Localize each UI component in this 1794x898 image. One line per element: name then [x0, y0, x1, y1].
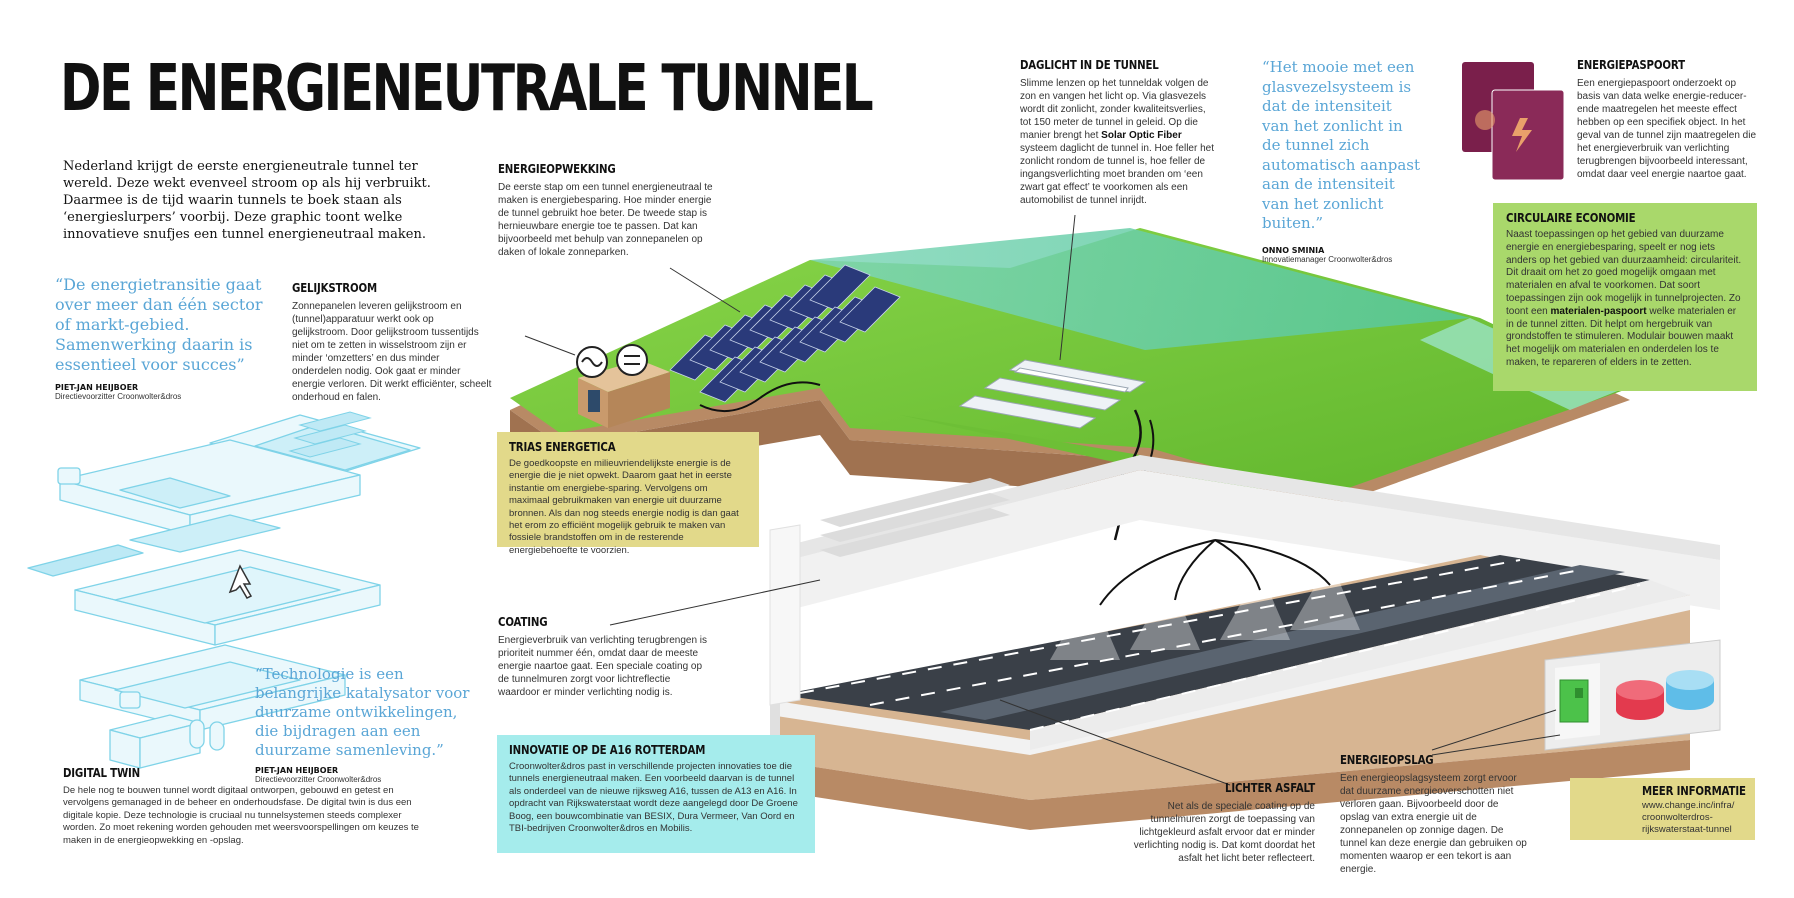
intro-text: Nederland krijgt de eerste energieneutra… [63, 159, 431, 242]
section-heading: COATING [498, 615, 548, 629]
keyword: Solar Optic Fiber [1101, 130, 1182, 141]
solar-panels [669, 264, 901, 403]
section-lichter-asfalt: LICHTER ASFALT Net als de speciale coati… [1110, 781, 1315, 865]
light-fixtures [1050, 560, 1360, 660]
quote-text: “De energietransitie gaat over meer dan … [55, 275, 263, 374]
section-heading: GELIJKSTROOM [292, 281, 377, 295]
section-heading: TRIAS ENERGETICA [509, 440, 616, 454]
section-heading: CIRCULAIRE ECONOMIE [1506, 211, 1636, 225]
section-trias-energetica: TRIAS ENERGETICA De goedkoopste en milie… [497, 432, 759, 556]
twin-cursor-icon [228, 564, 253, 599]
body-part: welke materialen er in de tunnel zitten.… [1506, 305, 1737, 368]
optic-lens-rows [958, 359, 1147, 429]
energy-storage-room [1544, 639, 1721, 751]
section-body: Net als de speciale coating op de tunnel… [1133, 801, 1315, 864]
section-heading: DAGLICHT IN DE TUNNEL [1020, 58, 1159, 72]
section-heading: DIGITAL TWIN [63, 766, 141, 780]
section-meer-informatie[interactable]: MEER INFORMATIE www.change.inc/infra/ cr… [1570, 778, 1755, 840]
quote-text: “Het mooie met een glasvezelsysteem is d… [1262, 58, 1420, 232]
section-gelijkstroom: GELIJKSTROOM Zonnepanelen leveren gelijk… [292, 281, 492, 404]
section-energieopslag: ENERGIEOPSLAG Een energieopslagsysteem z… [1340, 753, 1530, 876]
section-circulaire-economie: CIRCULAIRE ECONOMIE Naast toepassingen o… [1493, 203, 1757, 391]
section-body: Naast toepassingen op het gebied van duu… [1506, 229, 1744, 370]
page-title: DE ENERGIENEUTRALE TUNNEL [60, 52, 874, 126]
section-body: Een energieopslagsysteem zorgt ervoor da… [1340, 773, 1527, 875]
section-heading: MEER INFORMATIE [1642, 784, 1746, 798]
section-body: Een energiepaspoort onderzoekt op basis … [1577, 78, 1757, 180]
road-deck [770, 555, 1690, 830]
section-body: Slimme lenzen op het tunneldak volgen de… [1020, 77, 1215, 207]
quote-block-3: “Het mooie met een glasvezelsysteem is d… [1262, 58, 1422, 264]
section-heading: INNOVATIE OP DE A16 ROTTERDAM [509, 743, 706, 757]
info-link[interactable]: www.change.inc/infra/ croonwolterdros-ri… [1642, 800, 1735, 835]
quote-block-1: “De energietransitie gaat over meer dan … [55, 275, 275, 401]
quote-author: PIET-JAN HEIJBOER [255, 766, 339, 775]
quote-role: Directievoorzitter Croonwolter&dros [255, 775, 382, 784]
section-energieopwekking: ENERGIEOPWEKKING De eerste stap om een t… [498, 162, 713, 259]
section-body: Energieverbruik van verlichting terugbre… [498, 635, 708, 698]
converter-box [578, 360, 670, 428]
quote-author: ONNO SMINIA [1262, 245, 1325, 255]
section-body: Croonwolter&dros past in verschillende p… [509, 761, 798, 835]
coating-slab [770, 455, 1720, 615]
section-body: De eerste stap om een tunnel energieneut… [498, 182, 713, 258]
section-heading: LICHTER ASFALT [1225, 781, 1315, 795]
section-coating: COATING Energieverbruik van verlichting … [498, 615, 708, 699]
digital-twin-wireframe [27, 414, 421, 769]
section-body: Zonnepanelen leveren gelijkstroom en (tu… [292, 301, 492, 403]
quote-role: Directievoorzitter Croonwolter&dros [55, 392, 182, 401]
quote-block-2: “Technologie is een belangrijke katalysa… [255, 665, 480, 784]
section-daglicht: DAGLICHT IN DE TUNNEL Slimme lenzen op h… [1020, 58, 1215, 207]
quote-text: “Technologie is een belangrijke katalysa… [255, 665, 470, 759]
section-body: De hele nog te bouwen tunnel wordt digit… [63, 785, 419, 846]
section-innovatie-a16: INNOVATIE OP DE A16 ROTTERDAM Croonwolte… [497, 735, 815, 853]
quote-role: Innovatiemanager Croonwolter&dros [1262, 254, 1393, 264]
section-energiepaspoort: ENERGIEPASPOORT Een energiepaspoort onde… [1577, 58, 1757, 181]
body-part: systeem daglicht de tunnel in. Hoe felle… [1020, 143, 1214, 206]
keyword: materialen-paspoort [1550, 305, 1647, 317]
section-heading: ENERGIEOPWEKKING [498, 162, 616, 176]
energy-passport-icon [1462, 62, 1565, 181]
twin-lens-rows [288, 411, 372, 458]
body-part: Naast toepassingen op het gebied van duu… [1506, 229, 1742, 317]
leader-lines [524, 214, 1561, 786]
quote-author: PIET-JAN HEIJBOER [55, 383, 139, 392]
section-body: De goedkoopste en milieuvriendelijkste e… [509, 458, 739, 556]
section-heading: ENERGIEPASPOORT [1577, 58, 1685, 72]
body-part: Slimme lenzen op het tunneldak volgen de… [1020, 78, 1209, 141]
ac-dc-icons [576, 344, 648, 378]
section-digital-twin: DIGITAL TWIN De hele nog te bouwen tunne… [63, 766, 423, 847]
section-heading: ENERGIEOPSLAG [1340, 753, 1434, 767]
